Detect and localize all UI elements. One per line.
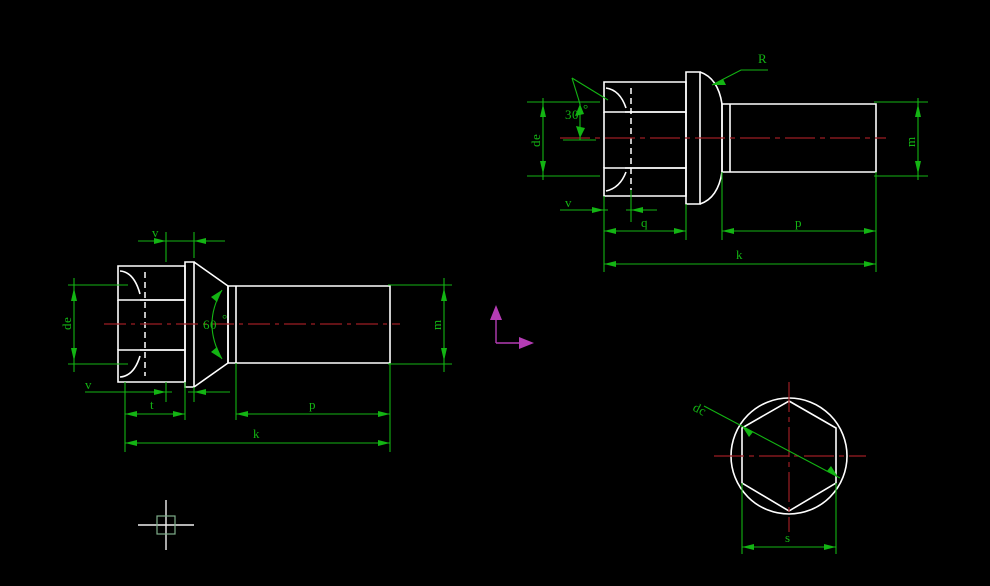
dim-label-v-flange: v (565, 195, 572, 210)
de-arrow-top (71, 288, 77, 301)
radius-r-arrow (712, 79, 726, 85)
k-arrow-right (378, 440, 390, 446)
crosshair-cursor[interactable] (138, 500, 194, 550)
dim-label-s: s (785, 530, 791, 545)
dim-label-v-top: v (152, 225, 159, 240)
view-hex-end[interactable]: dc s (691, 382, 866, 554)
flange-m-arrow-bottom (915, 161, 921, 174)
v-top-arrow-right (194, 238, 206, 244)
t-arrow-right (173, 411, 185, 417)
v-top-arrow-left (154, 238, 166, 244)
flange-k-arrow-right (864, 261, 876, 267)
dim-label-60-degree-symbol: ° (222, 311, 228, 326)
s-arrow-left (742, 544, 754, 550)
flange-q-arrow-left (604, 228, 616, 234)
flange-dimensions: 30 ° R de m (527, 51, 928, 272)
flange-fillet-bottom (605, 171, 627, 192)
dim-label-30-degree-symbol: ° (583, 101, 589, 116)
p-arrow-right (378, 411, 390, 417)
view-front-countersunk[interactable]: v de 60 ° m (59, 225, 452, 452)
de-arrow-bottom (71, 348, 77, 361)
flange-recess-upper (603, 81, 687, 113)
p-arrow-left (236, 411, 248, 417)
recess-upper-block (117, 265, 186, 301)
recess-lower-block (117, 349, 186, 383)
dim-label-p-flange: p (795, 215, 802, 230)
flange-p-arrow-right (864, 228, 876, 234)
dim-label-R: R (758, 51, 767, 66)
angle-30-leader-upper (571, 77, 609, 101)
dc-arrow-lower (827, 466, 838, 477)
dim-label-v-bottom: v (85, 377, 92, 392)
flange-de-arrow-top (540, 104, 546, 117)
dim-label-t: t (150, 397, 154, 412)
dim-label-dc: dc (691, 399, 710, 418)
flange-fillet-top (605, 87, 627, 109)
ucs-x-arrow-icon (519, 337, 534, 349)
ucs-y-arrow-icon (490, 305, 502, 320)
dc-arrow-upper (742, 426, 753, 437)
angle-60-arrow-bottom (211, 347, 222, 359)
k-arrow-left (125, 440, 137, 446)
angle-30-leader-lower (571, 77, 581, 105)
dc-diameter-line (703, 405, 841, 479)
t-arrow-left (125, 411, 137, 417)
dim-label-de-flange: de (528, 134, 543, 147)
flange-m-arrow-top (915, 104, 921, 117)
flange-v-arrow-left (592, 207, 604, 213)
recess-fillet-top (119, 270, 141, 295)
dim-label-m: m (429, 319, 444, 330)
dim-label-q: q (641, 215, 648, 230)
dim-label-m-flange: m (903, 136, 918, 147)
recess-fillet-bottom (119, 355, 141, 378)
flange-p-arrow-left (722, 228, 734, 234)
dim-label-k-flange: k (736, 247, 743, 262)
countersunk-dimensions: v de 60 ° m (59, 225, 452, 452)
angle-30-arrow-top (575, 104, 584, 116)
v-bottom-arrow-left (154, 389, 166, 395)
flange-recess-lower (603, 167, 687, 197)
view-top-flange[interactable]: 30 ° R de m (527, 51, 928, 272)
flange-de-arrow-bottom (540, 161, 546, 174)
s-arrow-right (824, 544, 836, 550)
m-arrow-top (441, 288, 447, 301)
flange-k-arrow-left (604, 261, 616, 267)
dim-label-30: 30 (565, 107, 579, 122)
dim-label-p: p (309, 397, 316, 412)
angle-30-arrow-bottom (576, 126, 585, 138)
dim-label-60: 60 (203, 317, 217, 332)
flange-v-arrow-right (631, 207, 643, 213)
m-arrow-bottom (441, 348, 447, 361)
flange-q-arrow-right (674, 228, 686, 234)
ucs-axis-icon (490, 305, 534, 349)
dim-label-k: k (253, 426, 260, 441)
dim-label-de: de (59, 317, 74, 330)
angle-60-arrow-top (211, 290, 222, 302)
cursor-pickbox (156, 515, 176, 535)
